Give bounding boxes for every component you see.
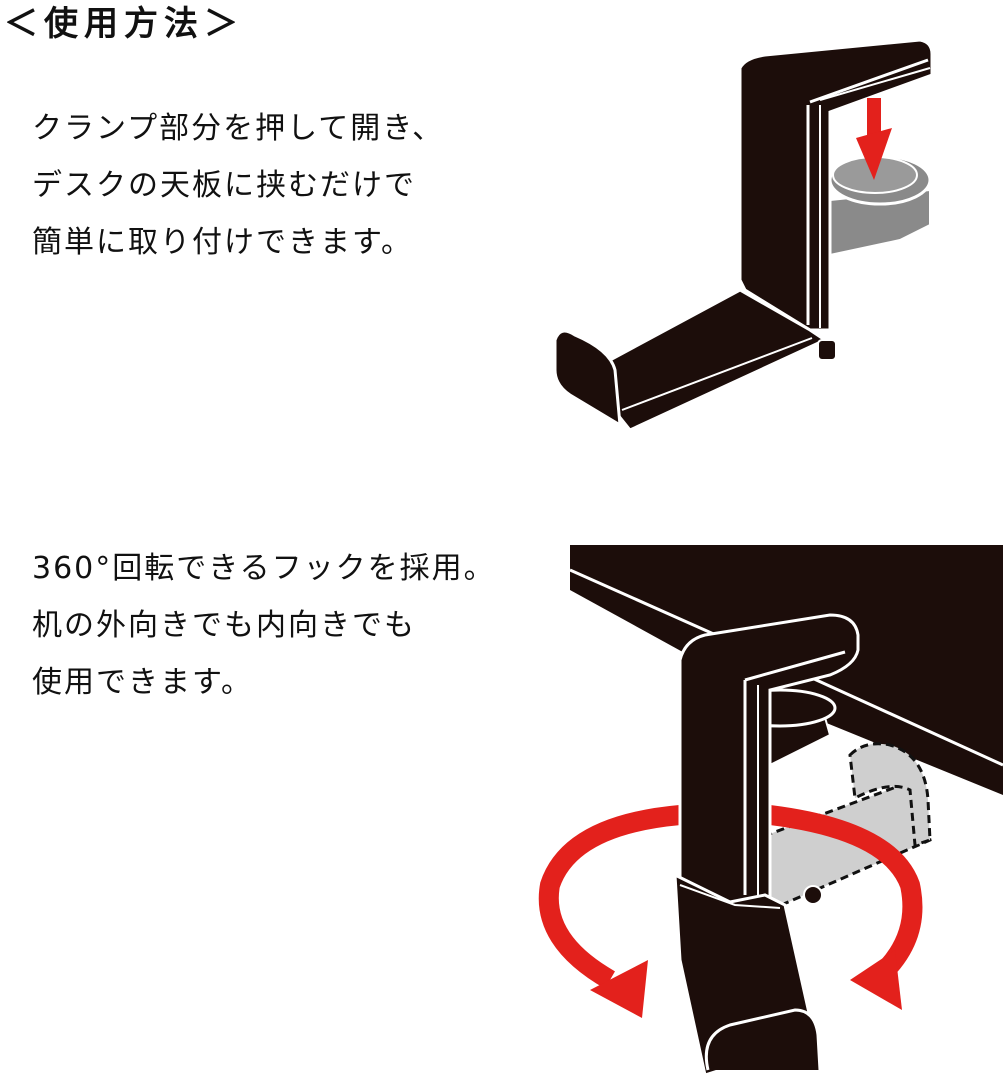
instruction-line: 使用できます。 (32, 665, 253, 700)
instruction-line: 机の外向きでも内向きでも (32, 608, 416, 643)
instruction-text-clamp: クランプ部分を押して開き、 デスクの天板に挟むだけで 簡単に取り付けできます。 (32, 100, 444, 271)
hook-rotation-illustration (538, 545, 1003, 1077)
instruction-line: 360°回転できるフックを採用。 (32, 551, 496, 586)
clamp-pad-icon (828, 154, 932, 257)
hook-body-icon (553, 40, 934, 432)
instruction-text-rotation: 360°回転できるフックを採用。 机の外向きでも内向きでも 使用できます。 (32, 540, 496, 711)
instruction-line: クランプ部分を押して開き、 (32, 111, 445, 146)
down-arrow-icon (856, 98, 892, 180)
rotation-arrow-icon (538, 805, 923, 1018)
instruction-line: デスクの天板に挟むだけで (32, 168, 416, 203)
hook-body-icon (673, 613, 860, 1077)
clamp-press-illustration (553, 40, 934, 432)
instruction-line: 簡単に取り付けできます。 (32, 225, 413, 260)
ghost-hook-icon (737, 742, 932, 912)
page-heading: ＜使用方法＞ (4, 4, 244, 44)
